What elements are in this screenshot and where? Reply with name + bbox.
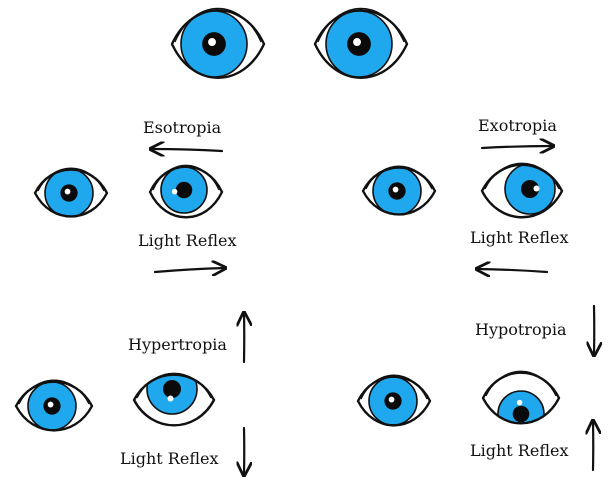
- eye-hypertropia-left: [16, 380, 92, 430]
- eye-hypotropia-right: [483, 371, 559, 437]
- eye-top-left: [172, 8, 264, 77]
- exotropia-arrow-right: [482, 146, 552, 148]
- eye-exotropia-left: [363, 166, 435, 215]
- hypotropia-label: Hypotropia: [475, 322, 566, 338]
- light-reflex-hypotropia-label: Light Reflex: [470, 443, 568, 459]
- esotropia-arrow-right: [155, 268, 224, 272]
- esotropia-arrow-left: [152, 149, 222, 151]
- eye-hypotropia-left: [358, 375, 430, 425]
- eye-top-right: [315, 8, 407, 77]
- eye-esotropia-right: [150, 165, 222, 217]
- esotropia-label: Esotropia: [143, 120, 221, 136]
- exotropia-arrow-left: [478, 269, 547, 272]
- eye-esotropia-left: [35, 168, 107, 217]
- eyes-layer: [16, 8, 562, 437]
- light-reflex-esotropia-label: Light Reflex: [138, 233, 236, 249]
- exotropia-label: Exotropia: [478, 118, 557, 134]
- eye-exotropia-right: [482, 163, 562, 217]
- eye-hypertropia-right: [134, 364, 214, 425]
- light-reflex-hypertropia-label: Light Reflex: [120, 451, 218, 467]
- hypertropia-label: Hypertropia: [128, 337, 227, 353]
- light-reflex-exotropia-label: Light Reflex: [470, 230, 568, 246]
